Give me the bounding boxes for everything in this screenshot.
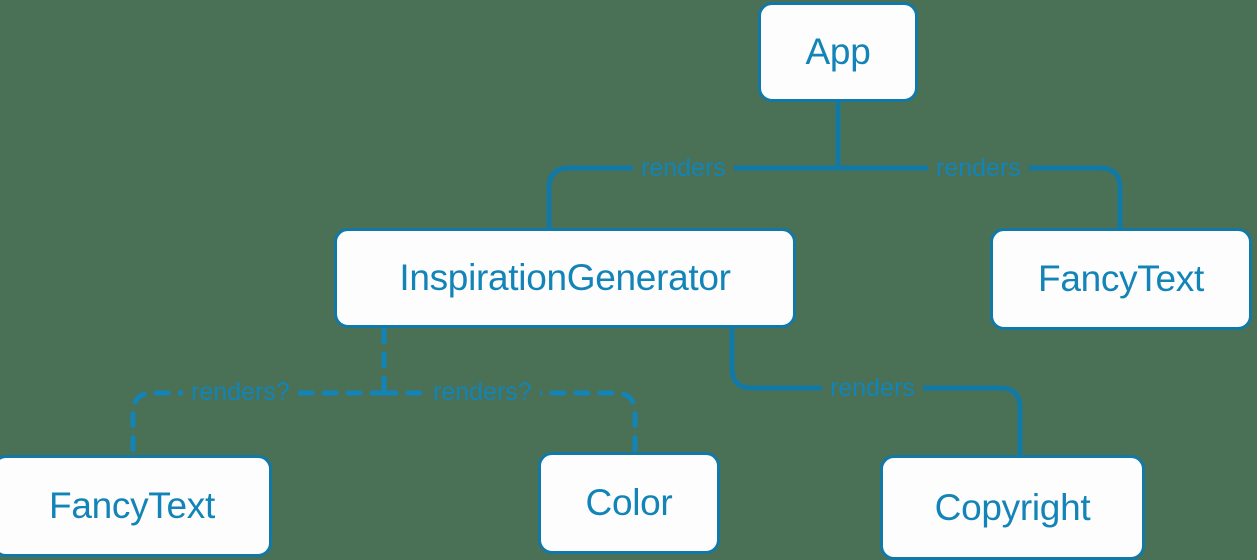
edge-inspirationgenerator-to-fancytext-bottom — [130, 390, 387, 458]
edge-app-to-inspirationgenerator — [546, 165, 841, 231]
node-inspiration-generator[interactable]: InspirationGenerator — [334, 228, 796, 328]
edge-label-app-to-fancytext-top: renders — [928, 155, 1029, 181]
edge-label-inspirationgenerator-to-fancytext-bottom: renders? — [183, 379, 298, 405]
node-app[interactable]: App — [758, 2, 918, 102]
edge-inspirationgenerator-to-color — [381, 390, 638, 458]
node-fancytext-bottom[interactable]: FancyText — [0, 455, 272, 557]
node-copyright[interactable]: Copyright — [880, 455, 1145, 560]
edge-label-inspirationgenerator-to-color: renders? — [425, 379, 540, 405]
edge-label-app-to-inspirationgenerator: renders — [633, 155, 734, 181]
node-fancytext-top[interactable]: FancyText — [990, 228, 1252, 330]
edge-label-inspirationgenerator-to-copyright: renders — [822, 375, 923, 401]
edge-app-to-fancytext-top — [835, 165, 1123, 231]
node-color[interactable]: Color — [538, 452, 720, 554]
